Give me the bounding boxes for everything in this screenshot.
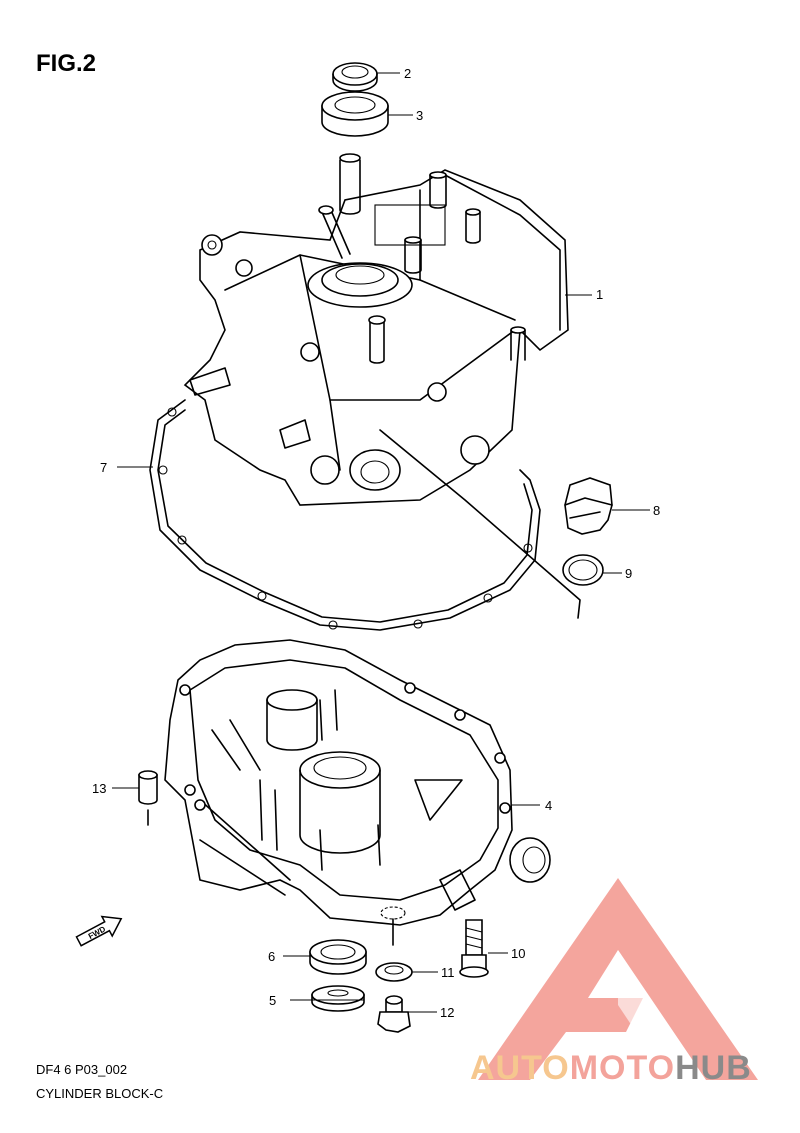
part-11-washer[interactable]: [375, 962, 413, 982]
figure-title: FIG.2: [36, 50, 97, 77]
part-1-cylinder-block[interactable]: [183, 153, 581, 619]
part-10-bolt[interactable]: [459, 919, 489, 978]
part-8-plug[interactable]: [564, 477, 613, 535]
callout-2: 2: [404, 66, 411, 81]
watermark-auto: AUTO: [470, 1049, 570, 1087]
part-4-crankcase[interactable]: [164, 639, 551, 946]
part-7-gasket[interactable]: [149, 399, 541, 631]
part-13-dowel-pin[interactable]: [138, 770, 158, 826]
callout-4: 4: [545, 798, 552, 813]
watermark-text: AUTOMOTOHUB: [470, 1049, 752, 1088]
watermark-logo-icon: [478, 878, 758, 1080]
callout-11: 11: [441, 965, 455, 980]
part-6-oil-seal[interactable]: [309, 939, 367, 975]
fwd-arrow-icon: FWD: [75, 915, 123, 947]
callout-8: 8: [653, 503, 660, 518]
watermark-hub: HUB: [675, 1049, 752, 1087]
callout-1: 1: [596, 287, 603, 302]
figure-name: CYLINDER BLOCK-C: [36, 1086, 164, 1101]
leader-lines: [112, 72, 650, 1013]
part-12-drain-plug[interactable]: [377, 995, 411, 1033]
part-3-bearing[interactable]: [321, 91, 389, 137]
part-9-o-ring[interactable]: [562, 554, 604, 586]
callout-6: 6: [268, 949, 275, 964]
callout-12: 12: [440, 1005, 454, 1020]
watermark-moto: MOTO: [569, 1049, 676, 1087]
part-5-cap[interactable]: [311, 985, 365, 1012]
figure-code: DF4 6 P03_002: [36, 1062, 128, 1077]
callout-3: 3: [416, 108, 423, 123]
callout-9: 9: [625, 566, 632, 581]
callout-7: 7: [100, 460, 107, 475]
callout-10: 10: [511, 946, 525, 961]
callout-5: 5: [269, 993, 276, 1008]
callout-13: 13: [92, 781, 106, 796]
part-2-seal[interactable]: [332, 62, 378, 92]
callout-numbers: 1 2 3 4 5 6 7 8 9 10 11 12 13: [92, 66, 660, 1020]
